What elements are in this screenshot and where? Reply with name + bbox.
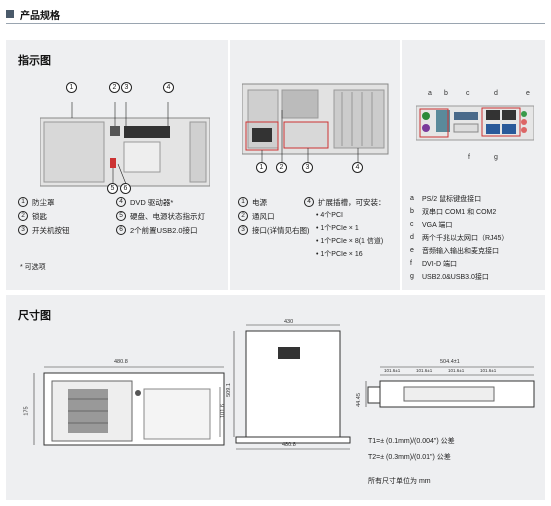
- side-height-label: 44.45: [355, 393, 362, 407]
- expansion-item: • 1个PCIe × 16: [316, 251, 363, 258]
- front-height-label: 175: [23, 406, 30, 416]
- front-callout-4: 4: [163, 82, 174, 93]
- io-callout-b: b: [444, 90, 448, 97]
- front-callout-5: 5: [107, 183, 118, 194]
- io-callout-c: c: [466, 90, 470, 97]
- front-inner-label: 101.6: [219, 404, 226, 418]
- unit-note: 所有尺寸单位为 mm: [368, 478, 431, 485]
- indicator-title: 指示图: [18, 55, 51, 67]
- side-seg-label: 101.6±1: [448, 368, 465, 373]
- expansion-item: • 1个PCIe × 1: [316, 225, 359, 232]
- rear-callout-1: 1: [256, 162, 267, 173]
- rear-callout-4: 4: [352, 162, 363, 173]
- front-callout-6: 6: [120, 183, 131, 194]
- io-callout-f: f: [468, 154, 470, 161]
- side-seg-label: 101.6±1: [480, 368, 497, 373]
- front-view-image: [40, 102, 210, 187]
- section-header: 产品规格: [6, 6, 60, 22]
- side-seg-label: 101.6±1: [384, 368, 401, 373]
- top-dimension-drawing: [233, 324, 351, 450]
- rear-callout-3: 3: [302, 162, 313, 173]
- side-total-label: 504.4±1: [440, 359, 460, 365]
- rear-callout-2: 2: [276, 162, 287, 173]
- io-callout-d: d: [494, 90, 498, 97]
- io-callout-a: a: [428, 90, 432, 97]
- rear-view-image: [242, 83, 389, 162]
- top-bottom-width-label: 480.8: [282, 442, 296, 448]
- dimension-panel: 尺寸图 480.8 175 101.6 430 509.1 480.8 504.…: [6, 295, 545, 500]
- front-width-label: 480.8: [114, 359, 128, 365]
- tolerance-t1: T1=± (0.1mm)/(0.004") 公差: [368, 438, 455, 445]
- io-callout-e: e: [526, 90, 530, 97]
- side-dimension-drawing: [365, 366, 535, 408]
- io-callout-g: g: [494, 154, 498, 161]
- top-depth-label: 509.1: [225, 383, 232, 397]
- front-callout-3: 3: [121, 82, 132, 93]
- header-square-icon: [6, 10, 14, 18]
- front-callout-2: 2: [109, 82, 120, 93]
- tolerance-t2: T2=± (0.3mm)/(0.01") 公差: [368, 454, 451, 461]
- optional-note: * 可选项: [20, 264, 46, 271]
- section-title: 产品规格: [20, 10, 60, 22]
- dimension-title: 尺寸图: [18, 310, 51, 322]
- side-seg-label: 101.6±1: [416, 368, 433, 373]
- header-divider: [6, 23, 545, 24]
- top-width-label: 430: [284, 319, 294, 325]
- expansion-item: • 4个PCI: [316, 212, 343, 219]
- front-dimension-drawing: [33, 366, 225, 446]
- front-callout-1: 1: [66, 82, 77, 93]
- expansion-item: • 1个PCIe × 8(1 信道): [316, 238, 384, 245]
- io-ports-image: [416, 105, 534, 141]
